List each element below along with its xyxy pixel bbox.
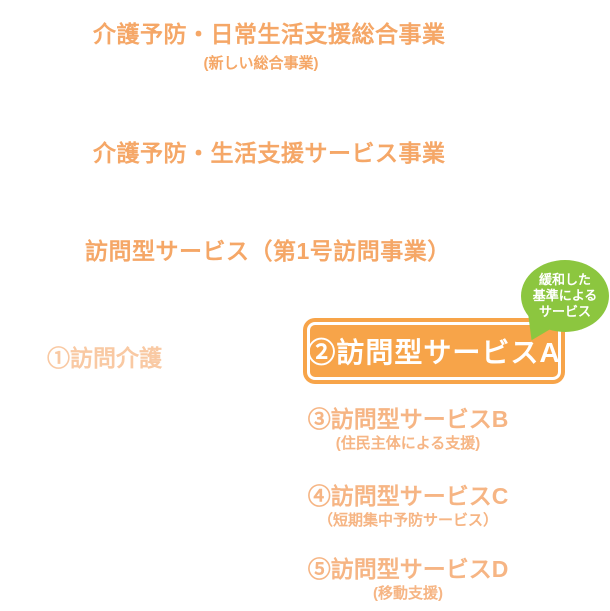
service-business-heading: 介護予防・生活支援サービス事業: [93, 140, 446, 166]
item-4-label: ④訪問型サービスC: [307, 483, 509, 509]
service-a-label: ②訪問型サービスA: [307, 337, 561, 368]
service-a-inner-frame: ②訪問型サービスA: [307, 322, 561, 380]
item-2-service-a-button[interactable]: ②訪問型サービスA: [303, 318, 565, 384]
visit-service-heading: 訪問型サービス（第1号訪問事業）: [85, 238, 451, 264]
program-title: 介護予防・日常生活支援総合事業: [93, 21, 446, 47]
item-5-label: ⑤訪問型サービスD: [307, 556, 509, 582]
badge-line-3: サービス: [538, 304, 591, 319]
item-3-sublabel: (住民主体による支援): [335, 435, 481, 452]
relaxed-standards-badge: 緩和した 基準による サービス: [521, 260, 609, 332]
item-4-service-c: ④訪問型サービスC （短期集中予防サービス）: [303, 482, 513, 530]
program-subtitle: (新しい総合事業): [203, 55, 319, 72]
item-5-sublabel: (移動支援): [373, 585, 443, 602]
item-5-service-d: ⑤訪問型サービスD (移動支援): [303, 555, 513, 603]
program-title-group: 介護予防・日常生活支援総合事業 (新しい総合事業): [93, 15, 445, 73]
item-3-label: ③訪問型サービスB: [307, 406, 509, 432]
item-1-home-care: ①訪問介護: [47, 345, 162, 371]
item-4-sublabel: （短期集中予防サービス）: [317, 512, 498, 529]
item-3-service-b: ③訪問型サービスB (住民主体による支援): [303, 405, 513, 453]
badge-line-2: 基準による: [532, 288, 598, 303]
badge-line-1: 緩和した: [538, 272, 591, 287]
relaxed-standards-badge-text: 緩和した 基準による サービス: [533, 272, 598, 320]
